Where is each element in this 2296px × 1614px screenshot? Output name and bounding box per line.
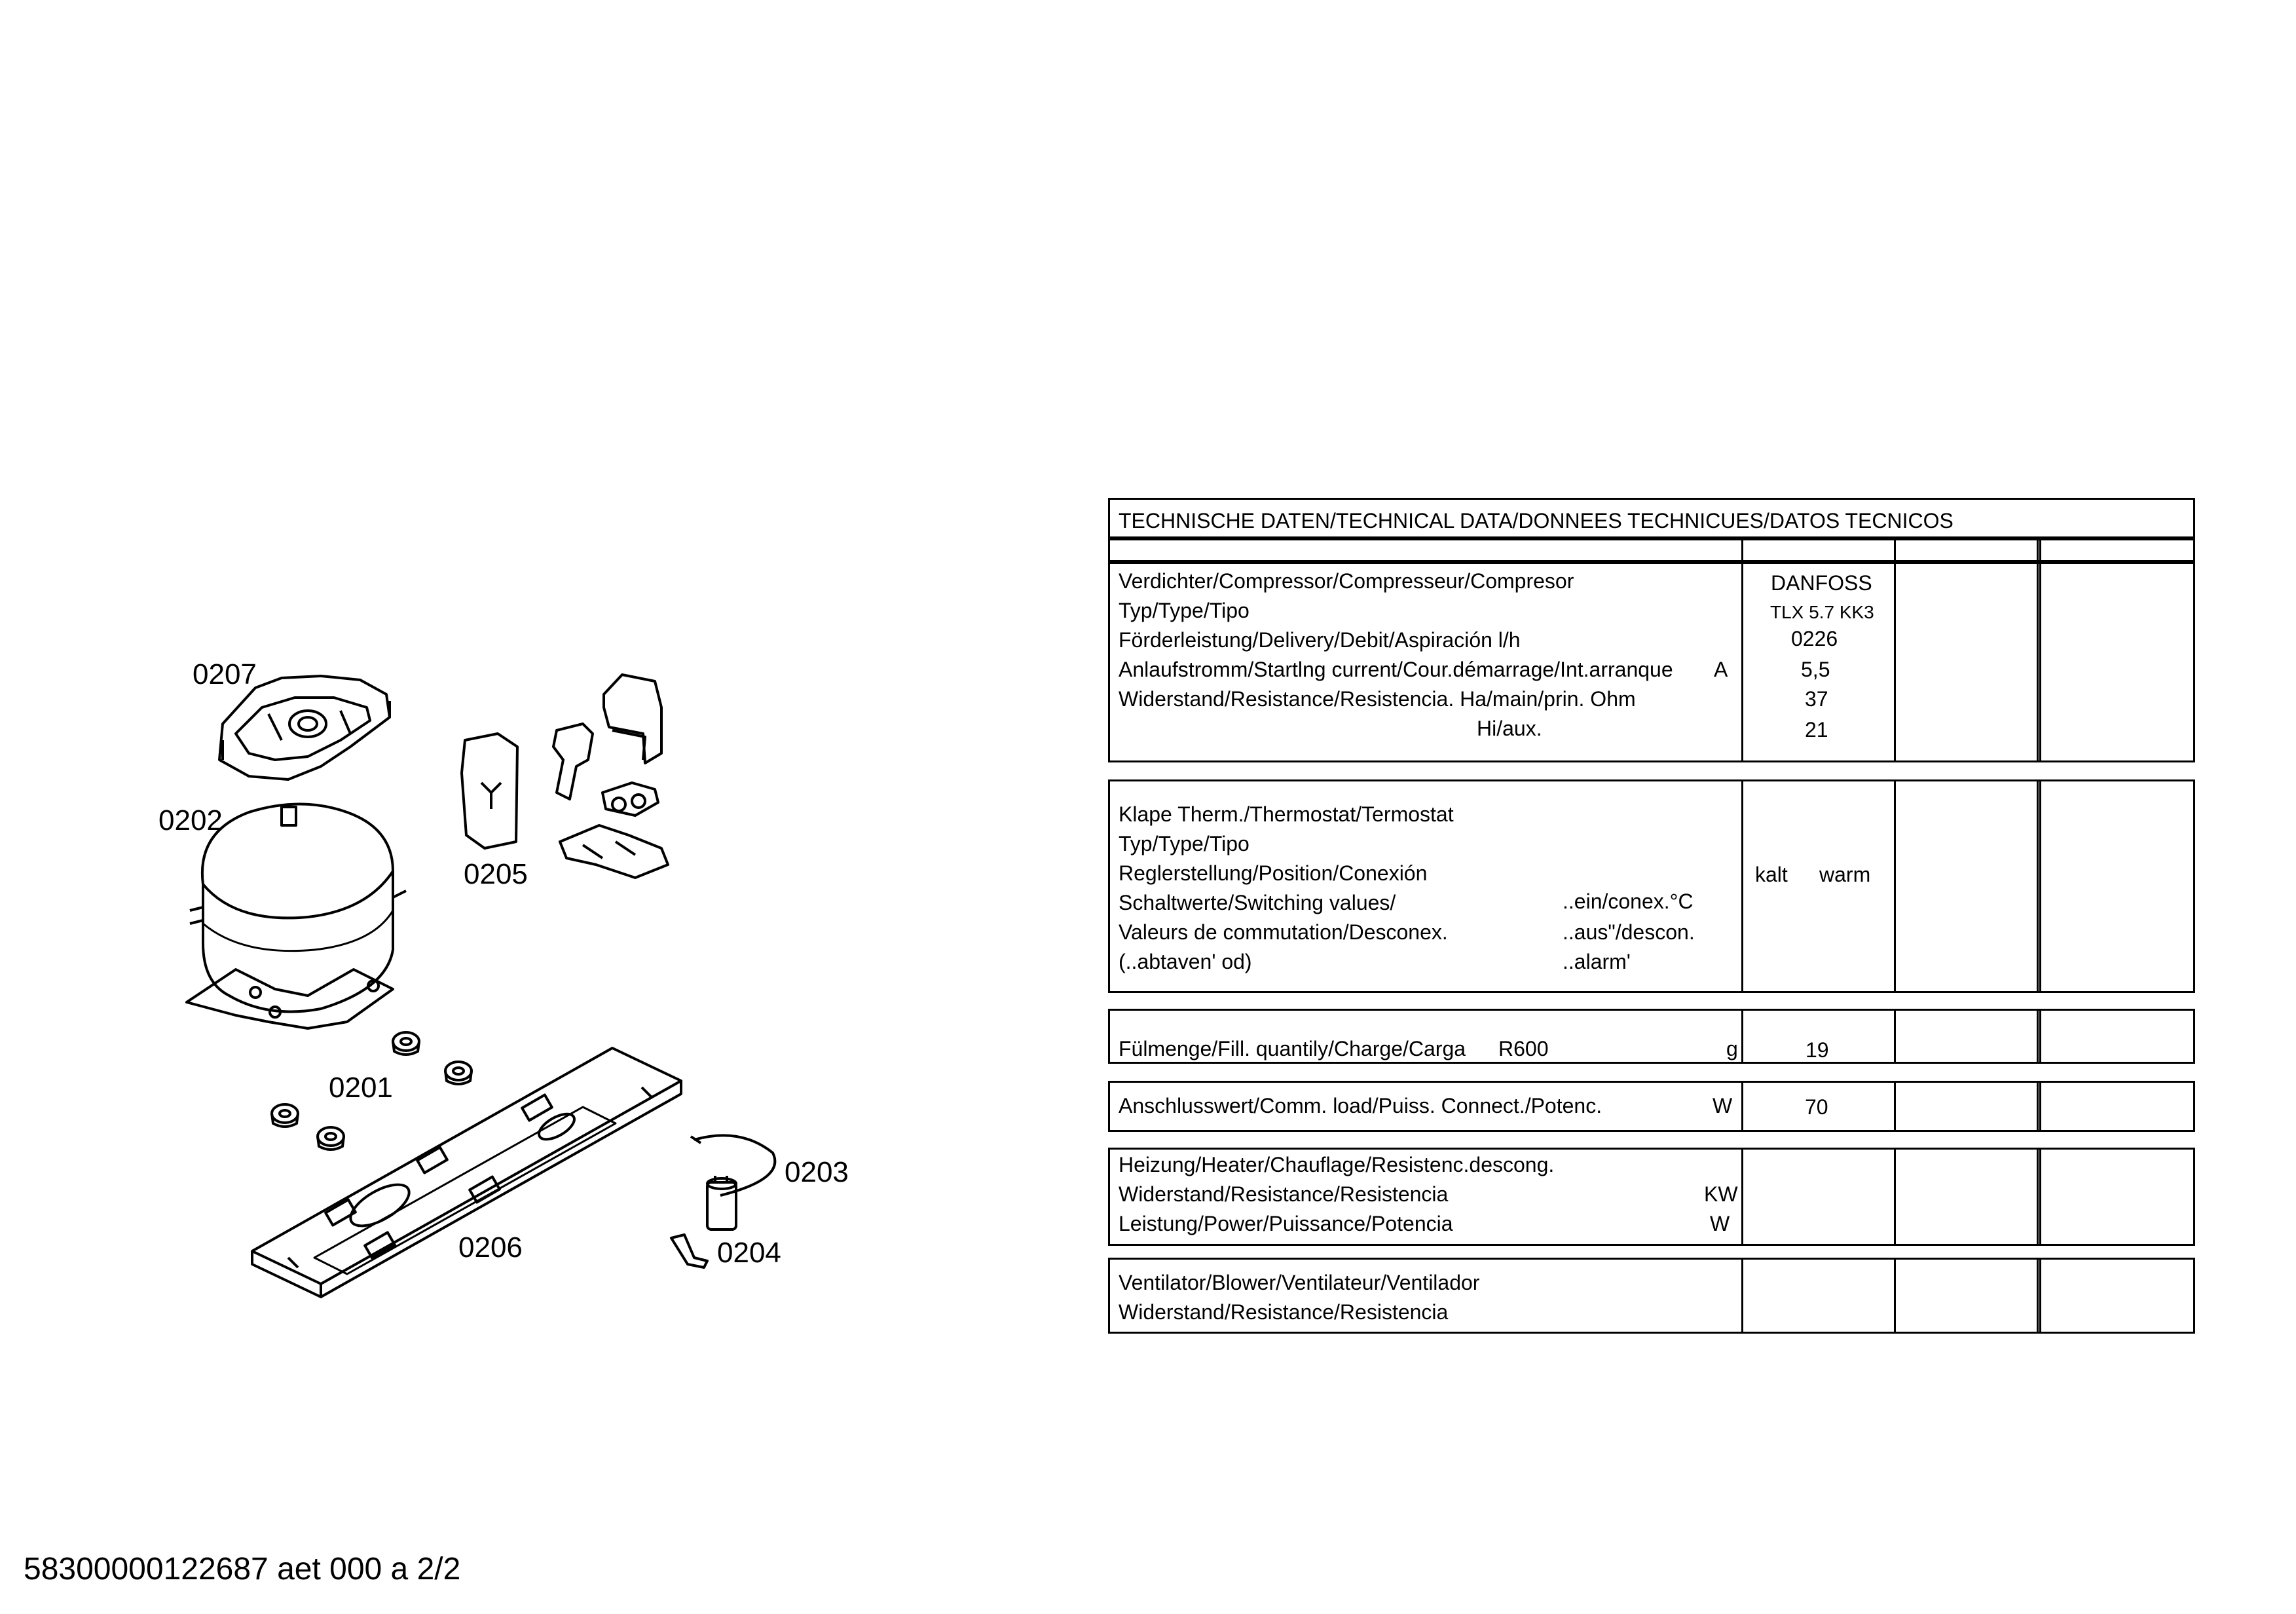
- part-0206-rail-drawing: [251, 1047, 682, 1298]
- connected-load-label: Anschlusswert/Comm. load/Puiss. Connect.…: [1119, 1094, 1602, 1117]
- fill-quantity-label: Fülmenge/Fill. quantily/Charge/Carga: [1119, 1037, 1466, 1060]
- thermostat-sub-label-alarm: ..alarm': [1563, 950, 1631, 973]
- col-divider: [1894, 538, 1896, 562]
- col-divider: [1894, 779, 1896, 993]
- compressor-row-label: Hi/aux.: [1477, 717, 1542, 740]
- heater-section: [1108, 1148, 2195, 1246]
- compressor-row-label: Anlaufstromm/Startlng current/Cour.démar…: [1119, 658, 1673, 681]
- compressor-unit-amp: A: [1714, 658, 1728, 681]
- compressor-value-delivery: 0226: [1791, 627, 1838, 650]
- col-divider: [1741, 1148, 1743, 1246]
- thermostat-row-label: (..abtaven' od): [1119, 950, 1252, 973]
- heater-row-label: Heizung/Heater/Chauflage/Resistenc.desco…: [1119, 1153, 1555, 1176]
- compressor-section: [1108, 562, 2195, 762]
- table-spacer-row: [1108, 538, 2195, 562]
- col-divider: [1741, 1258, 1743, 1334]
- blower-row-label: Widerstand/Resistance/Resistencia: [1119, 1300, 1449, 1324]
- col-divider: [2037, 1081, 2039, 1132]
- fill-value: 19: [1805, 1038, 1829, 1062]
- col-divider: [1894, 1148, 1896, 1246]
- fill-quantity-section: [1108, 1009, 2195, 1064]
- heater-unit-w: W: [1710, 1212, 1730, 1235]
- part-0203-capacitor-drawing: [690, 1134, 777, 1231]
- col-divider: [1741, 562, 1743, 762]
- col-divider: [1894, 1009, 1896, 1064]
- connected-load-section: [1108, 1081, 2195, 1132]
- col-divider: [2037, 1148, 2039, 1246]
- col-divider: [1894, 1081, 1896, 1132]
- compressor-value-type: TLX 5.7 KK3: [1770, 602, 1874, 622]
- col-divider: [1741, 779, 1743, 993]
- col-divider: [1741, 1009, 1743, 1064]
- compressor-value-aux-ohm: 21: [1805, 718, 1828, 741]
- part-label-0201: 0201: [329, 1072, 393, 1104]
- connected-load-unit: W: [1713, 1094, 1733, 1117]
- thermostat-sub-label-off: ..aus"/descon.: [1563, 920, 1695, 944]
- compressor-value-current: 5,5: [1801, 658, 1830, 681]
- thermostat-row-label: Valeurs de commutation/Desconex.: [1119, 920, 1448, 944]
- part-label-0205: 0205: [464, 858, 528, 890]
- fill-unit: g: [1726, 1037, 1738, 1060]
- part-0207-cover-drawing: [218, 675, 391, 781]
- compressor-row-label: Widerstand/Resistance/Resistencia. Ha/ma…: [1119, 687, 1636, 711]
- part-0204-clip-drawing: [670, 1233, 709, 1269]
- col-divider: [2037, 1258, 2039, 1334]
- thermostat-section: [1108, 779, 2195, 993]
- col-divider: [2037, 538, 2039, 562]
- part-label-0203: 0203: [785, 1156, 849, 1188]
- part-0201-grommets-drawing: [270, 1031, 473, 1151]
- col-divider: [2037, 1009, 2039, 1064]
- col-divider: [1741, 538, 1743, 562]
- compressor-row-label: Verdichter/Compressor/Compresseur/Compre…: [1119, 569, 1574, 593]
- table-header-box: [1108, 498, 2195, 538]
- part-label-0206: 0206: [458, 1231, 523, 1264]
- col-divider: [2037, 562, 2039, 762]
- col-divider: [1894, 1258, 1896, 1334]
- col-divider: [2037, 779, 2039, 993]
- thermostat-row-label: Klape Therm./Thermostat/Termostat: [1119, 802, 1454, 826]
- thermostat-row-label: Typ/Type/Tipo: [1119, 832, 1250, 855]
- part-0202-compressor-drawing: [185, 802, 407, 1030]
- document-footer-code: 58300000122687 aet 000 a 2/2: [24, 1552, 461, 1586]
- part-label-0204: 0204: [717, 1237, 781, 1269]
- col-divider: [1894, 562, 1896, 762]
- heater-unit-kw: KW: [1704, 1182, 1738, 1206]
- compressor-value-make: DANFOSS: [1771, 571, 1872, 595]
- thermostat-row-label: Schaltwerte/Switching values/: [1119, 891, 1396, 914]
- part-label-0207: 0207: [193, 658, 257, 690]
- heater-row-label: Widerstand/Resistance/Resistencia: [1119, 1182, 1449, 1206]
- fill-refrigerant: R600: [1498, 1037, 1549, 1060]
- heater-row-label: Leistung/Power/Puissance/Potencia: [1119, 1212, 1453, 1235]
- part-0205-relay-drawing: [460, 673, 669, 879]
- blower-section: [1108, 1258, 2195, 1334]
- col-divider: [1741, 1081, 1743, 1132]
- blower-row-label: Ventilator/Blower/Ventilateur/Ventilador: [1119, 1271, 1480, 1294]
- thermostat-sub-label-on: ..ein/conex.°C: [1563, 890, 1694, 913]
- compressor-row-label: Förderleistung/Delivery/Debit/Aspiración…: [1119, 628, 1521, 652]
- compressor-row-label: Typ/Type/Tipo: [1119, 599, 1250, 622]
- table-header-title: TECHNISCHE DATEN/TECHNICAL DATA/DONNEES …: [1119, 509, 1953, 533]
- compressor-value-main-ohm: 37: [1805, 687, 1828, 711]
- thermostat-position-cold: kalt: [1755, 863, 1788, 886]
- thermostat-row-label: Reglerstellung/Position/Conexión: [1119, 861, 1428, 885]
- thermostat-position-warm: warm: [1819, 863, 1871, 886]
- part-label-0202: 0202: [158, 804, 223, 836]
- connected-load-value: 70: [1805, 1095, 1828, 1119]
